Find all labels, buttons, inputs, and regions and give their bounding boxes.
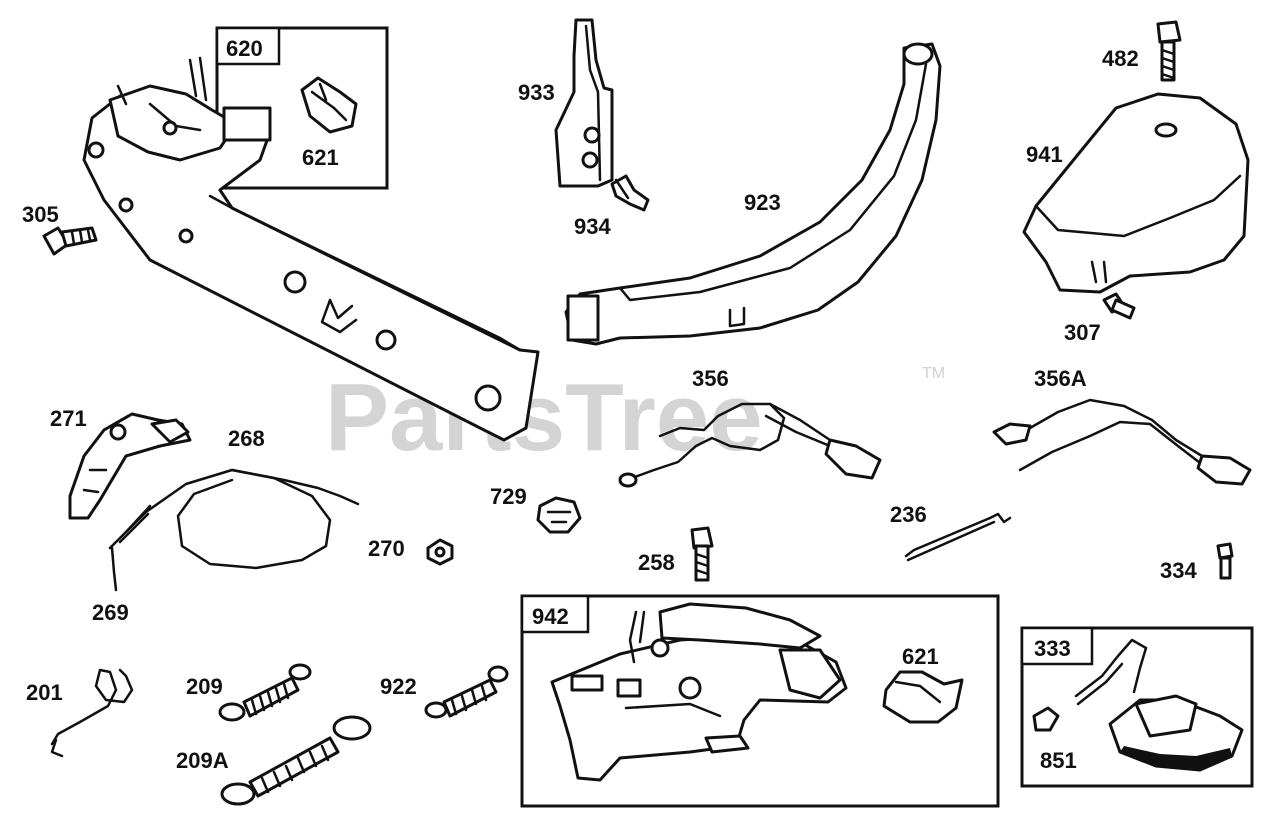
label-305[interactable]: 305 [22,202,59,227]
part-307-bolt[interactable] [1102,292,1136,320]
label-258[interactable]: 258 [638,550,675,575]
label-236[interactable]: 236 [890,502,927,527]
part-621-clip-top[interactable] [300,76,358,134]
part-923-shroud[interactable] [564,42,942,346]
part-729-clip[interactable] [536,496,582,534]
label-268[interactable]: 268 [228,426,265,451]
part-209A-spring[interactable] [220,715,372,806]
part-922-spring[interactable] [424,665,509,719]
label-933[interactable]: 933 [518,80,555,105]
label-209A[interactable]: 209A [176,748,229,773]
label-851[interactable]: 851 [1040,748,1077,773]
label-201[interactable]: 201 [26,680,63,705]
part-305-bolt[interactable] [42,226,98,256]
part-236-link[interactable] [904,512,1012,562]
part-942-governor-plate[interactable] [550,602,848,782]
part-333-ignition-module[interactable] [1074,638,1244,772]
box-333-tag [1020,626,1094,666]
label-482[interactable]: 482 [1102,46,1139,71]
box-620-number[interactable]: 620 [226,36,263,61]
label-269[interactable]: 269 [92,600,129,625]
label-621-bottom[interactable]: 621 [902,644,939,669]
label-356[interactable]: 356 [692,366,729,391]
part-201-clip[interactable] [50,668,134,758]
label-307[interactable]: 307 [1064,320,1101,345]
label-271[interactable]: 271 [50,406,87,431]
label-334[interactable]: 334 [1160,558,1197,583]
box-333-number[interactable]: 333 [1034,636,1071,661]
part-933-bracket[interactable] [554,18,614,188]
label-934[interactable]: 934 [574,214,611,239]
label-922[interactable]: 922 [380,674,417,699]
part-482-bolt[interactable] [1156,20,1182,82]
box-942-number[interactable]: 942 [532,604,569,629]
part-270-nut[interactable] [426,538,454,566]
part-bracket-main[interactable] [82,56,540,442]
part-334-screw[interactable] [1216,542,1234,580]
part-356-wire[interactable] [618,402,882,488]
part-269-wire[interactable] [110,546,118,592]
part-356A-wire[interactable] [992,398,1252,486]
box-620 [215,26,389,190]
part-268-cable[interactable] [108,468,360,570]
box-333 [1020,626,1254,788]
part-934-screw[interactable] [610,174,650,212]
box-620-tag [215,26,281,66]
part-258-bolt[interactable] [690,526,714,582]
label-270[interactable]: 270 [368,536,405,561]
watermark-trademark: TM [922,365,945,382]
label-356A[interactable]: 356A [1034,366,1087,391]
box-942-tag [520,594,590,634]
label-621-top[interactable]: 621 [302,145,339,170]
label-729[interactable]: 729 [490,484,527,509]
label-923[interactable]: 923 [744,190,781,215]
box-942 [520,594,1000,808]
label-941[interactable]: 941 [1026,142,1063,167]
part-941-cover[interactable] [1022,92,1250,294]
part-271-lever[interactable] [68,412,192,520]
part-209-spring[interactable] [218,663,312,722]
part-851-connector[interactable] [1032,706,1060,732]
part-621-clip-bottom[interactable] [882,670,964,724]
label-209[interactable]: 209 [186,674,223,699]
